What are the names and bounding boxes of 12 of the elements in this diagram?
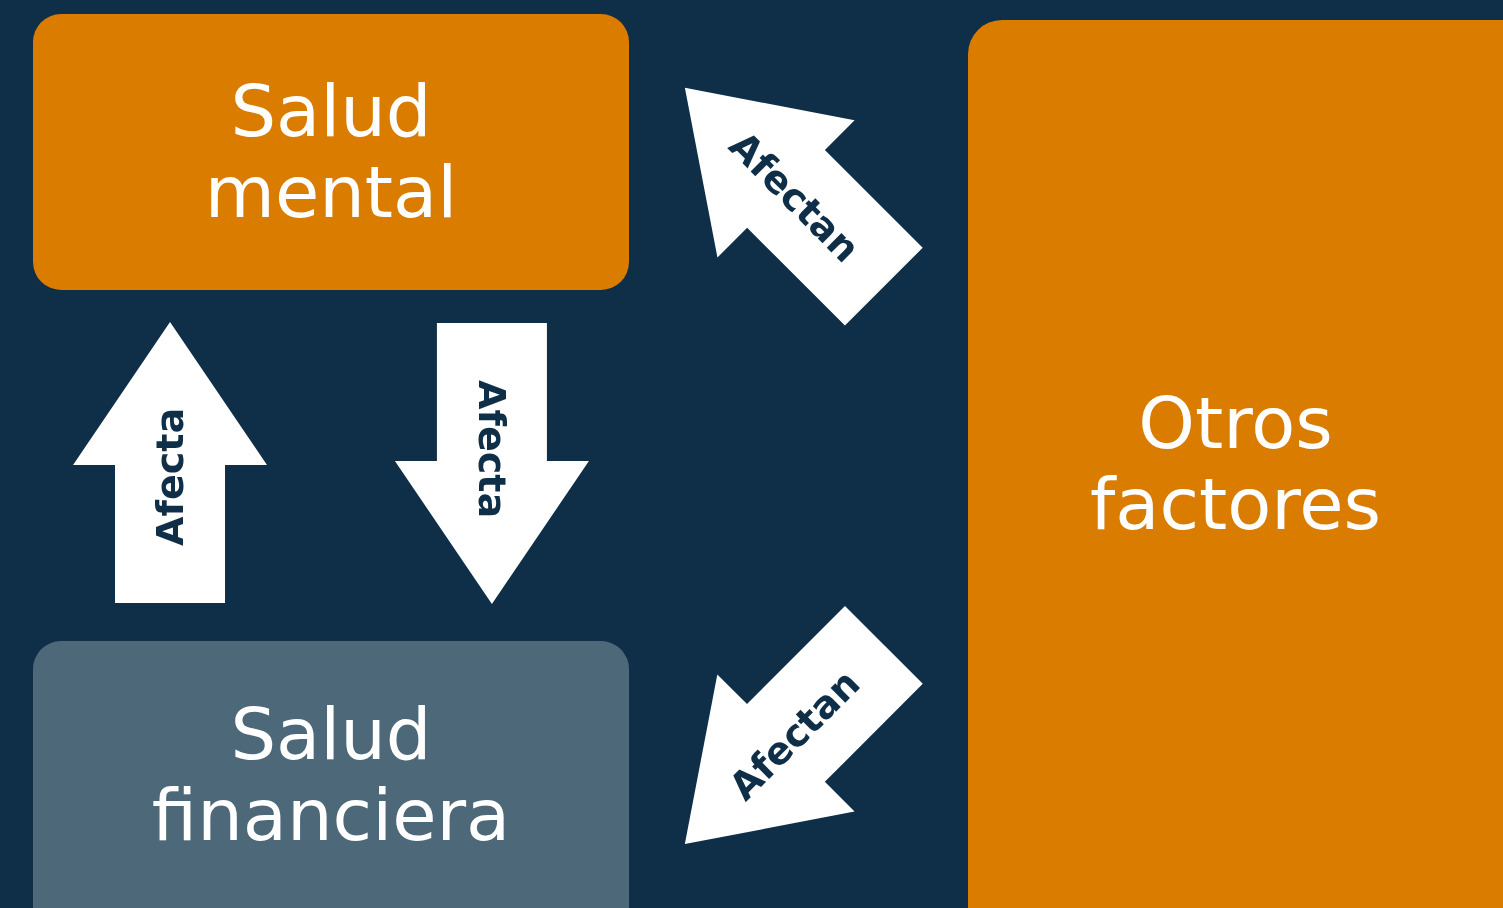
block-arrow [394, 323, 589, 604]
block-arrow [684, 87, 923, 326]
rounded-box [968, 20, 1503, 908]
rounded-box [33, 641, 629, 908]
edge-label: Afecta [472, 380, 511, 519]
box-title: Salud financiera [150, 693, 512, 856]
block-arrow [684, 606, 923, 845]
rounded-box [33, 14, 629, 290]
edge-label: Afecta [151, 407, 190, 546]
box-title: Salud mental [203, 71, 459, 233]
block-arrow [73, 322, 267, 603]
box-title: Otros factores [1088, 383, 1383, 545]
